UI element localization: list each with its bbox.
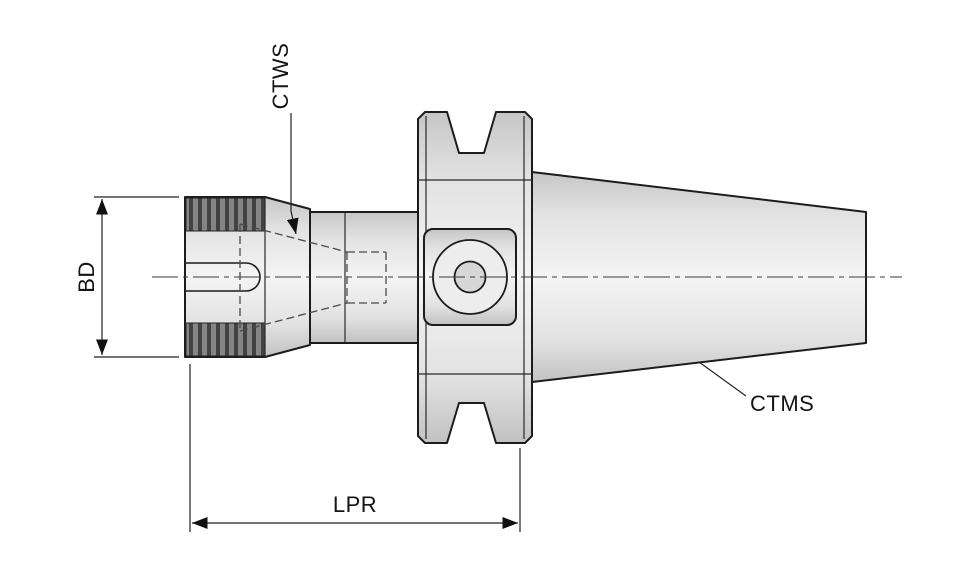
collet-taper-bottom-line [239, 302, 348, 332]
label-bd: BD [74, 261, 99, 293]
ctws-leader-line [286, 113, 299, 235]
ctms-leader-line [698, 361, 747, 397]
label-lpr: LPR [333, 492, 377, 517]
callout-ctws: CTWS [268, 43, 299, 235]
dimension-lpr: LPR [189, 364, 521, 532]
dimension-bd: BD [74, 196, 179, 358]
label-ctms: CTMS [750, 391, 814, 416]
label-ctws: CTWS [268, 43, 293, 110]
nut-knurl-band-top [185, 197, 266, 232]
callout-ctms: CTMS [698, 361, 814, 416]
collet-taper-top-line [239, 223, 348, 253]
